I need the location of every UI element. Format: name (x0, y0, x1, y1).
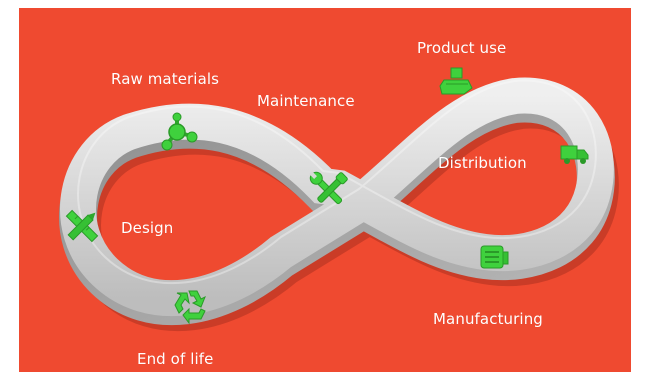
stage-label-manufacturing: Manufacturing (433, 310, 543, 328)
infinity-loop-diagram (59, 67, 619, 332)
hand-holding-box-icon (439, 67, 473, 95)
molecule-icon (161, 112, 198, 151)
stage-label-distribution: Distribution (438, 154, 527, 172)
diagram-background: Raw materials Maintenance Product use Di… (19, 8, 631, 372)
ruler-pencil-icon (65, 209, 99, 243)
loop-highlight (77, 79, 597, 285)
delivery-truck-icon (560, 145, 589, 164)
loop-track (60, 77, 614, 317)
recycle-icon (174, 290, 206, 325)
stage-label-maintenance: Maintenance (257, 92, 355, 110)
stage-label-raw-materials: Raw materials (111, 70, 220, 88)
stage-label-design: Design (121, 219, 174, 237)
wrench-screwdriver-icon (309, 171, 348, 205)
stage-label-product-use: Product use (417, 39, 507, 57)
stage-label-end-of-life: End of life (137, 350, 214, 368)
factory-machine-icon (480, 245, 509, 269)
